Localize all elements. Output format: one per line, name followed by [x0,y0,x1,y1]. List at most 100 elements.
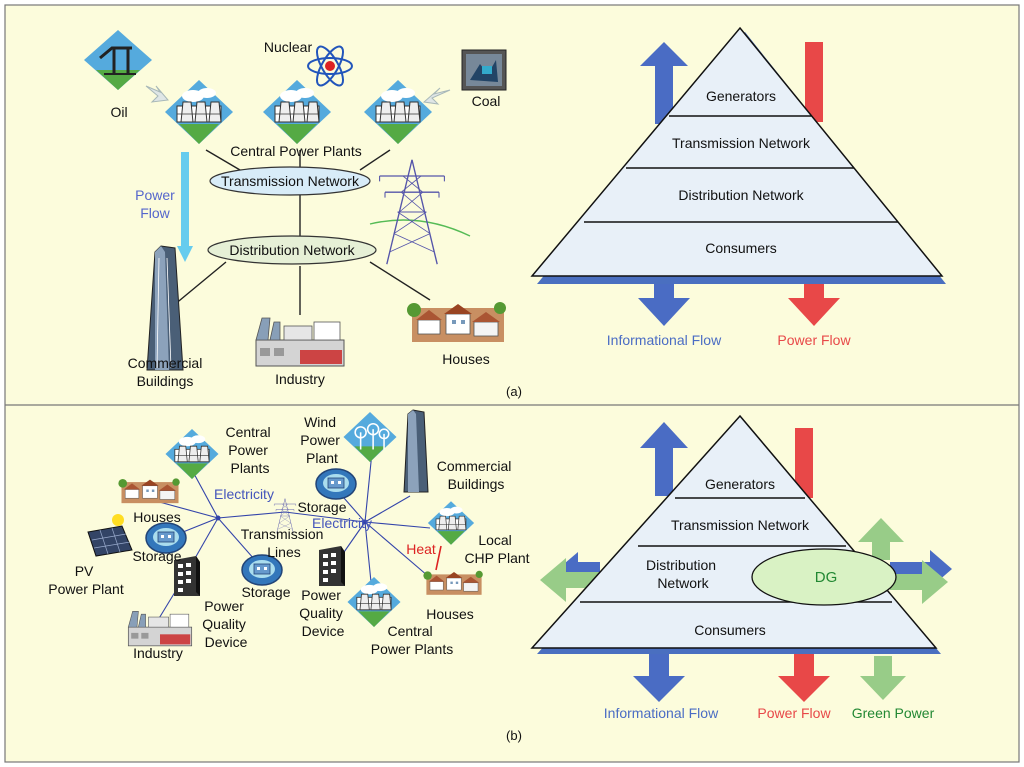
oil-arrow-icon [145,85,169,103]
distribution-network-label: Distribution Network [229,242,355,258]
chp-line1: Local [478,532,511,548]
power-flow-down-arrow-icon [788,284,840,326]
pyr-b-dist-line1: Distribution [646,557,716,573]
pyramid-a-power-flow-label: Power Flow [777,332,851,348]
pyramid-b: Generators Transmission Network Distribu… [530,414,952,721]
central-power-plants-bottom-label: Central Power Plants [371,623,453,657]
commercial-buildings-label: Commercial Buildings [437,458,516,492]
pyramid-a-transmission: Transmission Network [672,135,811,151]
tl-line1: Transmission [241,526,324,542]
storage-icon [315,468,357,500]
storage-bottom-label: Storage [241,584,290,600]
panel-a-network: Oil Nuclear Coal Central Power Plants Tr… [84,30,522,399]
central-power-plants-label: Central Power Plants [230,143,362,159]
distribution-network-ellipse [207,235,377,265]
pyramid-a-distribution: Distribution Network [678,187,804,203]
cpp-bottom-line1: Central [387,623,432,639]
tl-line2: Lines [267,544,300,560]
informational-flow-up-arrow-icon [640,422,688,496]
pv-power-plant-label: PV Power Plant [48,563,124,597]
power-flow-up-bar-icon [795,428,813,498]
informational-flow-up-arrow-icon [640,42,688,124]
houses-left-label: Houses [133,509,180,525]
pyramid-b-generators: Generators [705,476,775,492]
green-power-right-arrow-icon [890,560,948,604]
pqr-line3: Device [302,623,345,639]
hub-left-node [215,515,221,521]
pyramid-b-distribution: Distribution Network [646,557,720,591]
houses-icon [406,301,507,343]
pyramid-b-informational-flow-label: Informational Flow [604,705,719,721]
pyramid-a-consumers: Consumers [705,240,777,256]
pqr-line1: Power [301,587,341,603]
heat-label: Heat [406,541,436,557]
panel-a-label: (a) [506,384,522,399]
pyramid-b-transmission: Transmission Network [671,517,810,533]
power-flow-arrow-icon [177,152,193,262]
oil-label: Oil [110,104,127,120]
industry-b-label: Industry [133,645,183,661]
pv-panel-icon [87,514,133,557]
green-power-down-arrow-icon [860,656,906,700]
pyramid-a: Generators Transmission Network Distribu… [530,26,946,348]
houses-label: Houses [442,351,489,367]
wind-power-plant-label: Wind Power Plant [300,414,344,466]
panel-b-network: Central Power Plants Wind Power Plant Co… [48,409,530,743]
pyramid-b-green-power-label: Green Power [852,705,935,721]
transmission-network-ellipse [209,166,371,196]
local-chp-plant-label: Local CHP Plant [464,532,529,566]
power-quality-device-icon [319,546,345,586]
pyramid-b-consumers: Consumers [694,622,766,638]
transmission-network-label: Transmission Network [221,173,360,189]
industry-label: Industry [275,371,325,387]
oil-derrick-icon [84,30,152,90]
commercial-b-line1: Commercial [437,458,512,474]
heat-line [435,545,442,571]
green-power-up-arrow-icon [858,518,904,560]
chp-line2: CHP Plant [464,550,529,566]
pyramid-a-informational-flow-label: Informational Flow [607,332,722,348]
pv-line1: PV [75,563,94,579]
power-line-icon [369,219,471,237]
pql-line1: Power [204,598,244,614]
informational-flow-down-arrow-icon [633,654,685,702]
commercial-label-line2: Buildings [137,373,194,389]
coal-arrow-icon [422,87,451,105]
electricity-left-label: Electricity [214,486,274,502]
electricity-right-label: Electricity [312,515,372,531]
pyramid-b-power-flow-label: Power Flow [757,705,831,721]
hub-right-node [362,519,368,525]
informational-flow-down-arrow-icon [638,284,690,326]
panel-b-label: (b) [506,728,522,743]
pyramid-a-generators: Generators [706,88,776,104]
houses-right-label: Houses [426,606,473,622]
wind-line3: Plant [306,450,338,466]
pq-device-right-label: Power Quality Device [299,587,346,639]
cpp-top-line2: Power [228,442,268,458]
cpp-bottom-line2: Power Plants [371,641,453,657]
power-flow-label-line1: Power [135,187,175,203]
pq-device-left-label: Power Quality Device [202,598,249,650]
dg-label: DG [815,569,838,586]
commercial-b-line2: Buildings [448,476,505,492]
cpp-top-line3: Plants [231,460,270,476]
wind-line1: Wind [304,414,336,430]
commercial-building-icon [146,245,184,371]
pqr-line2: Quality [299,605,343,621]
pql-line3: Device [205,634,248,650]
storage-top-label: Storage [297,499,346,515]
coal-label: Coal [472,93,501,109]
commercial-building-icon [403,409,429,493]
power-flow-down-arrow-icon [778,654,830,702]
dg-ellipse [751,548,897,606]
pql-line2: Quality [202,616,246,632]
coal-icon [461,49,507,91]
commercial-label-line1: Commercial [128,355,203,371]
wind-power-plant-icon [343,412,397,462]
power-flow-up-bar-icon [805,42,823,122]
storage-left-label: Storage [132,548,181,564]
nuclear-atom-icon [307,45,353,87]
pyramid-a-body [530,26,944,277]
nuclear-label: Nuclear [264,39,313,55]
transmission-lines-label: Transmission Lines [241,526,328,560]
